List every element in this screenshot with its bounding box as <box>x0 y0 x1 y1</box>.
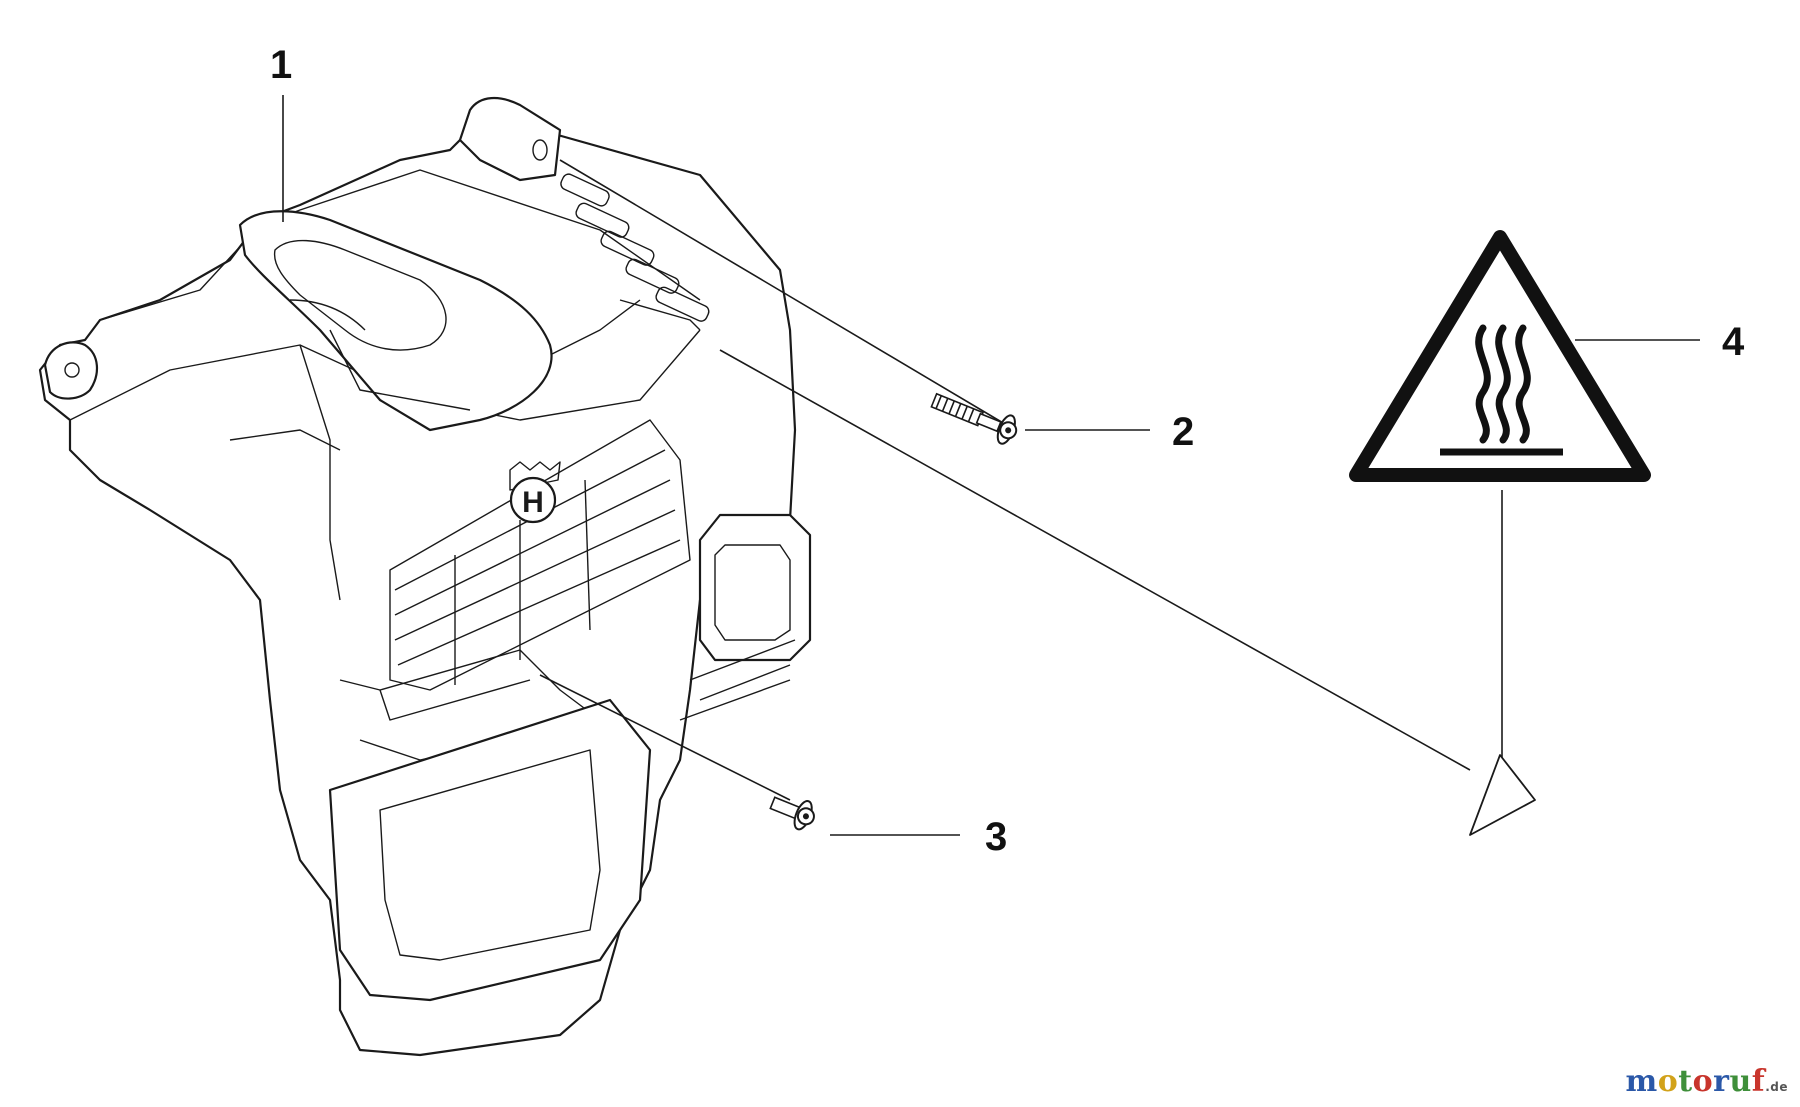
callout-1: 1 <box>270 43 292 87</box>
long-screw-part <box>559 159 1150 445</box>
decal-placement-marker <box>1469 754 1536 836</box>
hot-surface-warning-decal <box>719 230 1700 836</box>
heat-waves-icon <box>1475 324 1531 444</box>
brand-logo-letter: H <box>522 486 544 519</box>
callout-4: 4 <box>1722 320 1745 364</box>
brand-logo: H <box>509 461 561 524</box>
front-grille <box>389 419 691 691</box>
short-screw-part <box>539 674 960 836</box>
engine-cover-part: H <box>38 97 812 1057</box>
rear-vents <box>560 173 710 322</box>
callout-3: 3 <box>985 815 1007 859</box>
callout-2: 2 <box>1172 410 1194 454</box>
watermark-domain: .de <box>1765 1080 1788 1094</box>
watermark-logo: motoruf.de <box>1625 1064 1788 1099</box>
